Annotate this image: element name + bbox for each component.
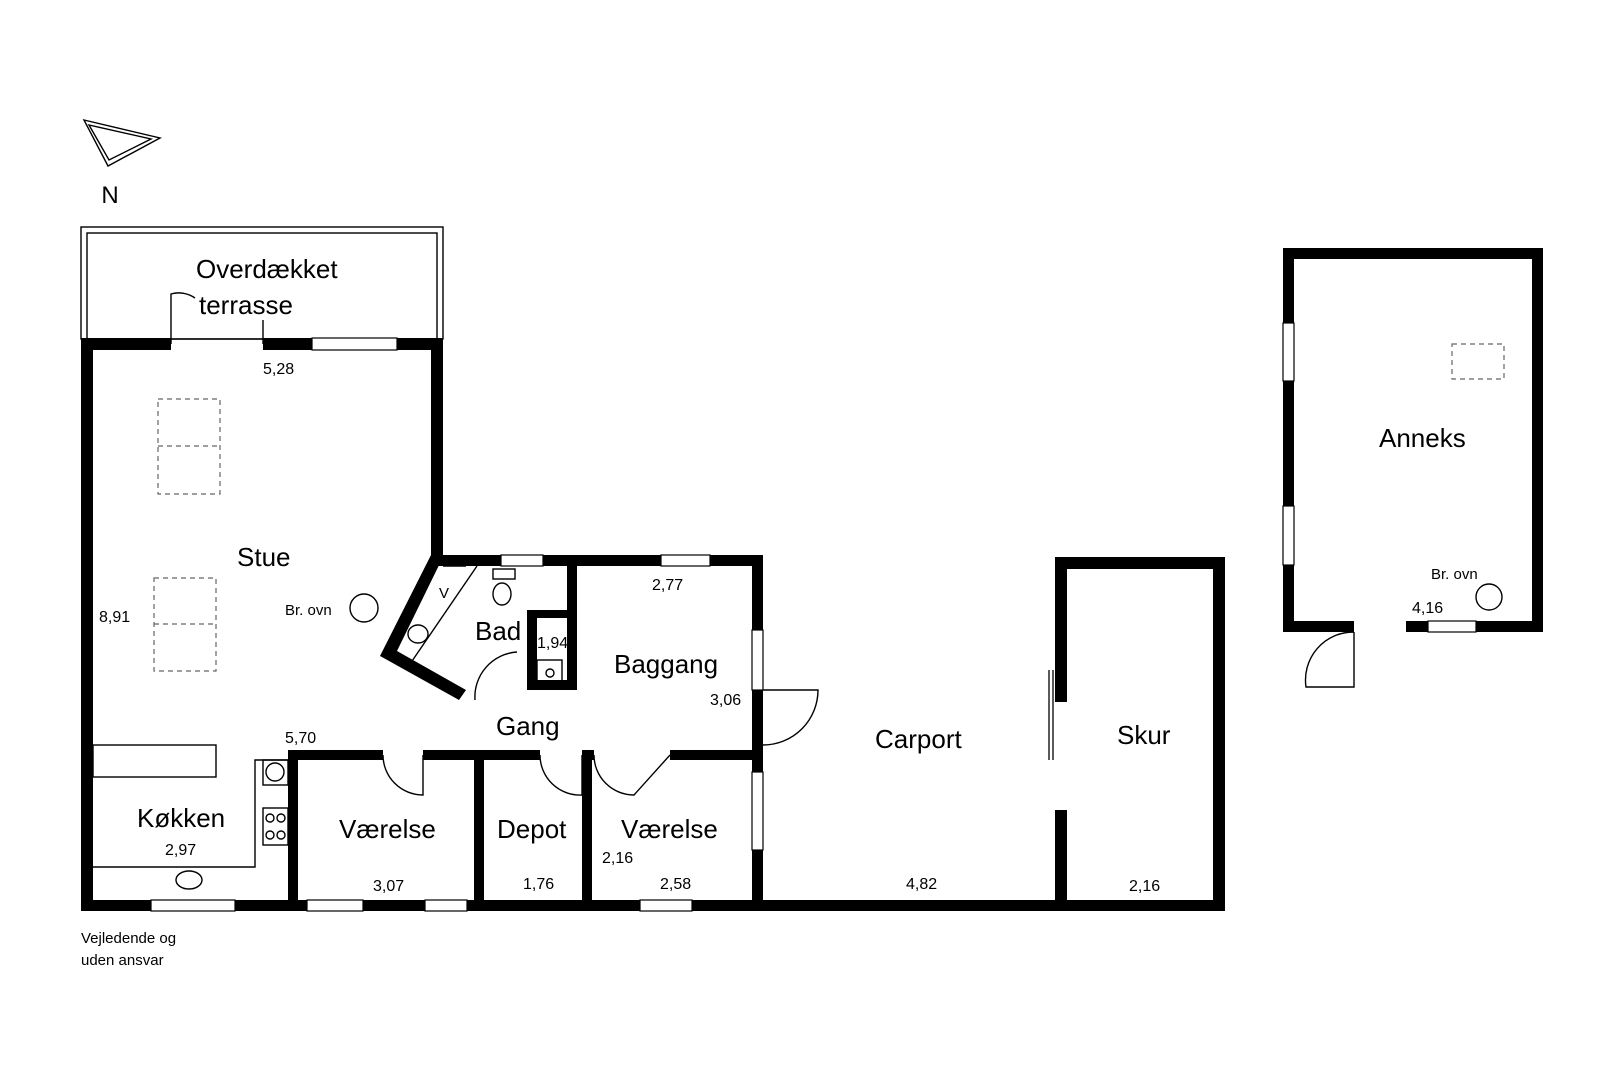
disclaimer-line-2: uden ansvar xyxy=(81,952,164,969)
stove-label-stue: Br. ovn xyxy=(285,602,332,619)
north-arrow-icon xyxy=(82,118,162,167)
dim-bad: 1,94 xyxy=(537,635,568,652)
dim-koekken: 2,97 xyxy=(165,842,196,859)
stue-skylights xyxy=(153,398,221,672)
room-label-baggang: Baggang xyxy=(614,649,718,679)
room-label-skur: Skur xyxy=(1117,720,1171,750)
stove-icon xyxy=(349,593,379,623)
room-label-depot: Depot xyxy=(497,814,567,844)
bathroom-fixtures xyxy=(407,565,563,687)
room-label-anneks: Anneks xyxy=(1379,423,1466,453)
carport-skur-walls xyxy=(763,557,1225,911)
dim-anneks: 4,16 xyxy=(1412,600,1443,617)
anneks-walls xyxy=(1283,248,1543,632)
dim-baggang-side: 3,06 xyxy=(710,692,741,709)
dim-vaerelse-2-side: 2,16 xyxy=(602,850,633,867)
dim-stue-bottom: 5,70 xyxy=(285,730,316,747)
dim-stue-side: 8,91 xyxy=(99,609,130,626)
room-label-gang: Gang xyxy=(496,711,560,741)
dim-skur: 2,16 xyxy=(1129,878,1160,895)
kitchen-fixtures xyxy=(92,744,289,890)
room-label-bad: Bad xyxy=(475,616,521,646)
room-label-stue: Stue xyxy=(237,542,291,572)
room-label-terrace-2: terrasse xyxy=(199,290,293,320)
room-label-koekken: Køkken xyxy=(137,803,225,833)
bad-marker: V xyxy=(439,585,449,602)
house-walls xyxy=(81,338,763,911)
dim-depot: 1,76 xyxy=(523,876,554,893)
dim-vaerelse-1: 3,07 xyxy=(373,878,404,895)
disclaimer-line-1: Vejledende og xyxy=(81,930,176,947)
terrace-outline xyxy=(80,226,444,340)
room-label-vaerelse-2: Værelse xyxy=(621,814,718,844)
room-label-carport: Carport xyxy=(875,724,962,754)
room-label-terrace-1: Overdækket xyxy=(196,254,338,284)
anneks-skylight xyxy=(1451,343,1505,380)
dim-baggang-top: 2,77 xyxy=(652,577,683,594)
room-label-vaerelse-1: Værelse xyxy=(339,814,436,844)
stove-label-anneks: Br. ovn xyxy=(1431,566,1478,583)
windows xyxy=(150,322,1477,912)
north-label: N xyxy=(101,182,118,209)
dim-stue-top: 5,28 xyxy=(263,361,294,378)
anneks-stove-icon xyxy=(1475,583,1503,611)
doors xyxy=(170,292,1355,796)
dim-vaerelse-2-bottom: 2,58 xyxy=(660,876,691,893)
dim-carport: 4,82 xyxy=(906,876,937,893)
